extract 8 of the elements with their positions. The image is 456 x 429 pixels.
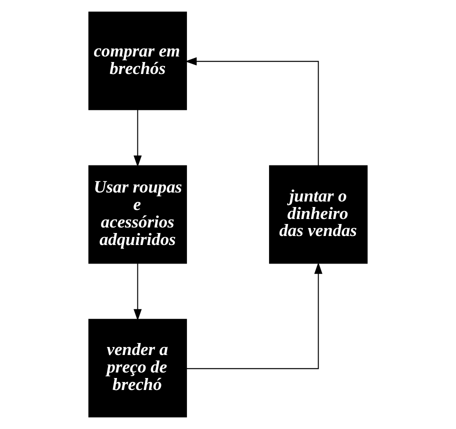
node-box: comprar em brechós bbox=[88, 12, 187, 110]
arrow bbox=[186, 262, 322, 370]
node-box: vender a preço de brechó bbox=[88, 318, 187, 418]
node-box: Usar roupas e acessórios adquiridos bbox=[88, 165, 187, 264]
arrow bbox=[185, 57, 319, 166]
arrow bbox=[134, 109, 142, 168]
node-box: juntar o dinheiro das vendas bbox=[269, 165, 368, 264]
arrow bbox=[134, 263, 142, 321]
